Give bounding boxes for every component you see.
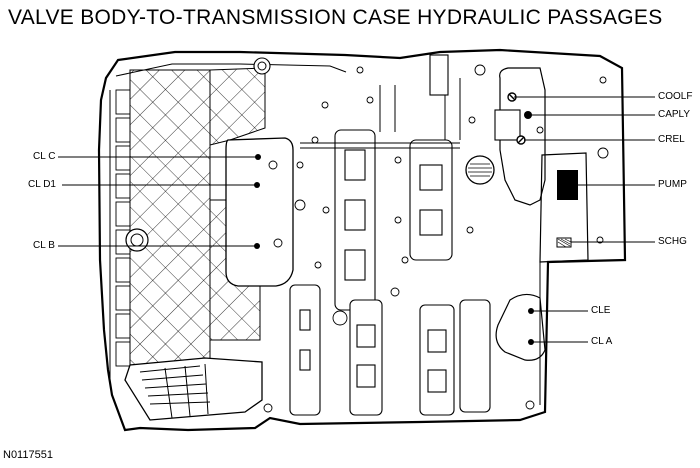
- label-cl-c: CL C: [33, 151, 56, 162]
- port-caply: [524, 111, 532, 119]
- label-coolf: COOLF: [658, 91, 693, 102]
- connector-lower-left: [124, 357, 263, 421]
- label-crel: CREL: [658, 134, 685, 145]
- label-cl-b: CL B: [33, 240, 55, 251]
- label-cl-a: CL A: [591, 336, 613, 347]
- spool-valves: [289, 129, 491, 416]
- passage-plate-right: [499, 67, 546, 206]
- rib-column: [115, 89, 131, 367]
- port-pump: [557, 170, 578, 200]
- hatched-panel-left: [129, 69, 211, 371]
- pump-pad-outline: [539, 152, 589, 263]
- label-cl-d1: CL D1: [28, 179, 56, 190]
- label-caply: CAPLY: [658, 109, 691, 120]
- port-cl-c: [255, 154, 261, 160]
- port-cl-a: [528, 339, 534, 345]
- label-pump: PUMP: [658, 179, 687, 190]
- label-schg: SCHG: [658, 236, 687, 247]
- port-markers: [254, 92, 578, 345]
- port-cl-b: [254, 243, 260, 249]
- port-cle: [528, 308, 534, 314]
- hatched-panel-upper: [209, 67, 266, 146]
- passage-plate-lower: [495, 293, 546, 361]
- leader-lines: [58, 96, 655, 343]
- diagram-title: VALVE BODY-TO-TRANSMISSION CASE HYDRAULI…: [8, 6, 663, 29]
- passage-plate-left: [225, 137, 294, 287]
- valve-body-outline: [97, 48, 627, 432]
- port-cl-d1: [254, 182, 260, 188]
- figure-id: N0117551: [3, 449, 53, 461]
- label-cle: CLE: [591, 305, 611, 316]
